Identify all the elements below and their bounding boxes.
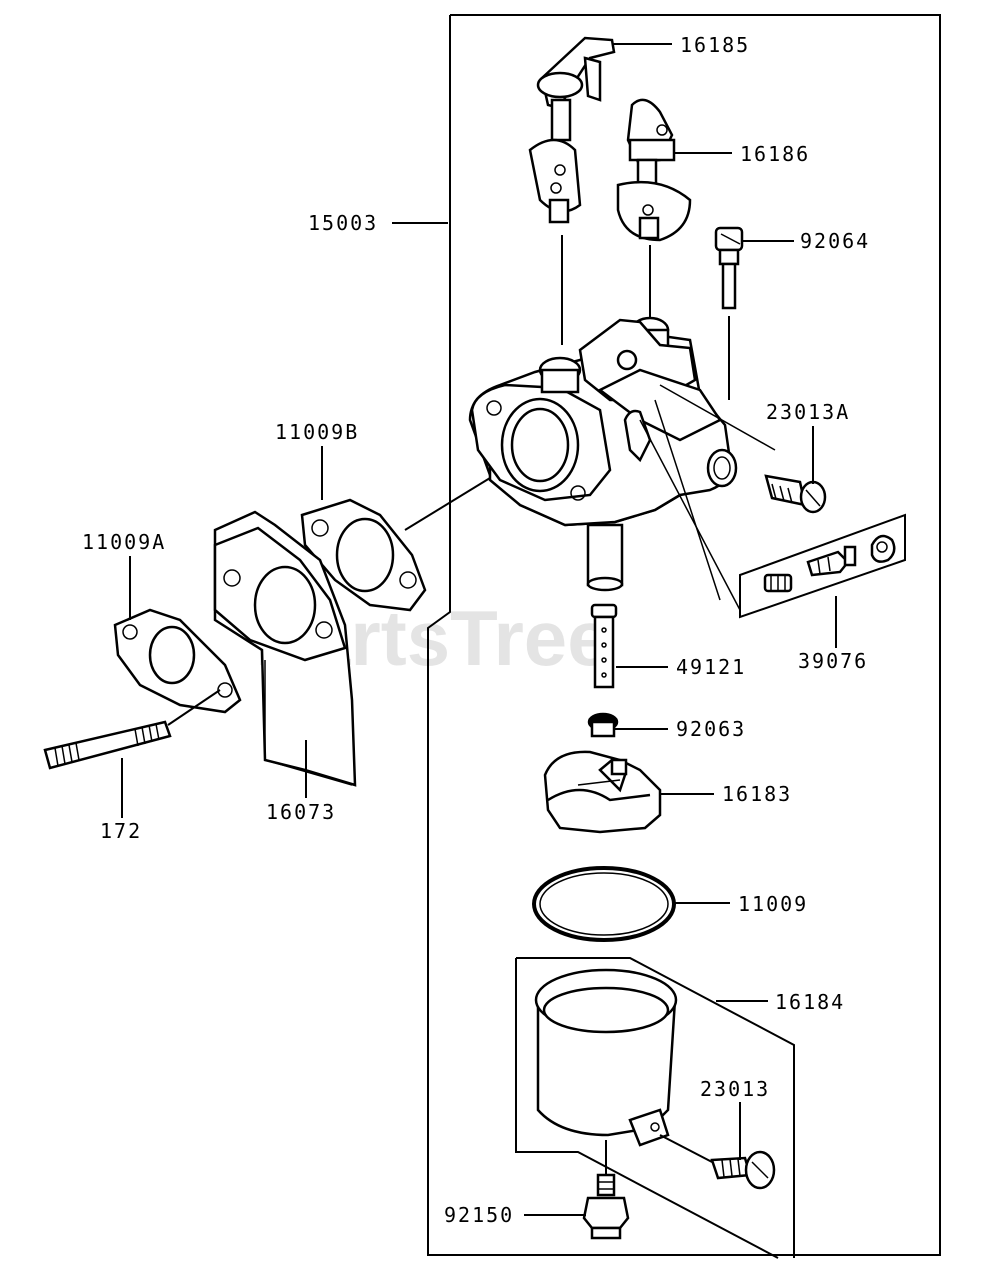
label-11009a: 11009A: [82, 530, 166, 554]
assembly-frame: [427, 14, 941, 1256]
label-16184: 16184: [775, 990, 845, 1014]
pilot-screw: [714, 226, 744, 400]
stud-bolt: [43, 689, 221, 770]
carburetor-body: [468, 316, 776, 611]
bowl-bolt: [582, 1140, 630, 1240]
idle-screw: [764, 474, 827, 514]
label-92150: 92150: [444, 1203, 514, 1227]
label-15003: 15003: [308, 211, 378, 235]
gasket-11009a: [113, 608, 242, 714]
emulsion-tube: [590, 603, 618, 689]
label-92064: 92064: [800, 229, 870, 253]
label-16186: 16186: [740, 142, 810, 166]
label-23013: 23013: [700, 1077, 770, 1101]
label-172: 172: [100, 819, 142, 843]
drain-screw: [659, 1134, 776, 1190]
label-39076: 39076: [798, 649, 868, 673]
label-49121: 49121: [676, 655, 746, 679]
main-jet: [587, 712, 619, 738]
choke-shaft: [616, 98, 692, 318]
o-ring: [532, 866, 676, 942]
label-16183: 16183: [722, 782, 792, 806]
float-bowl-bracket-right: [516, 957, 795, 1258]
throttle-shaft: [528, 36, 616, 345]
label-11009: 11009: [738, 892, 808, 916]
label-16185: 16185: [680, 33, 750, 57]
float-bowl-bracket: [515, 958, 779, 1259]
kit-bracket: [739, 513, 906, 619]
label-92063: 92063: [676, 717, 746, 741]
adjust-kit: [763, 534, 896, 593]
insulator-plate: [213, 510, 357, 787]
label-23013a: 23013A: [766, 400, 850, 424]
gasket-11009b: [300, 498, 427, 612]
leader-lines: [121, 43, 837, 1216]
float-bowl: [534, 968, 678, 1147]
label-11009b: 11009B: [275, 420, 359, 444]
float: [543, 750, 662, 834]
label-16073: 16073: [266, 800, 336, 824]
